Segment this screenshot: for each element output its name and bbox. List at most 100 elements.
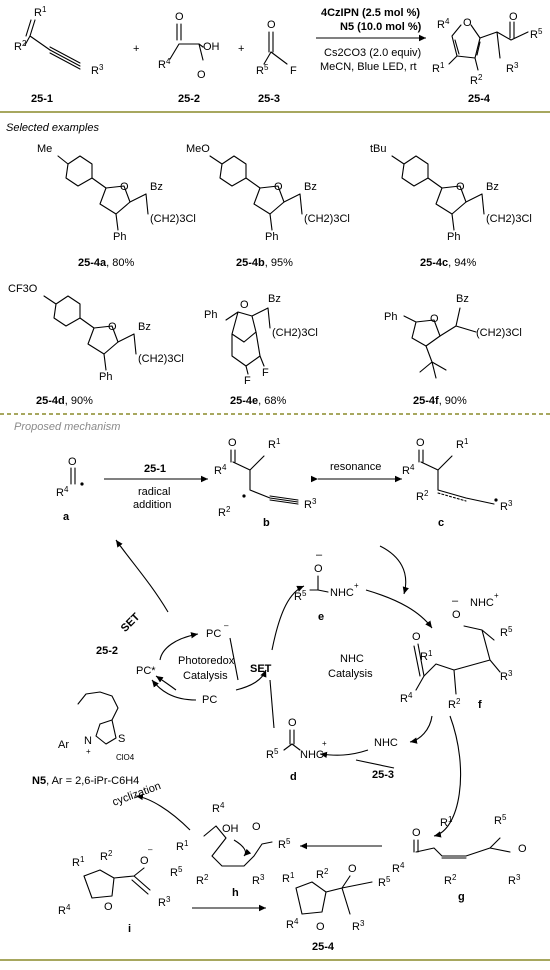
svg-text:R1: R1: [282, 871, 295, 885]
svg-text:R1: R1: [268, 437, 281, 451]
svg-text:R5: R5: [530, 27, 543, 41]
svg-text:NHC: NHC: [330, 587, 354, 599]
svg-text:O: O: [412, 827, 421, 839]
svg-text:d: d: [290, 771, 297, 783]
svg-text:(CH2)3Cl: (CH2)3Cl: [486, 213, 532, 225]
svg-text:Bz: Bz: [486, 181, 499, 193]
svg-text:Photoredox: Photoredox: [178, 655, 235, 667]
svg-text:R5: R5: [500, 625, 513, 639]
intermediate-f: – O NHC + R5 R3 O R1 R4 R2 f: [400, 591, 513, 711]
svg-text:R5: R5: [278, 837, 291, 851]
svg-text:R2: R2: [470, 73, 483, 87]
reagent-4czipn: 4CzIPN (2.5 mol %): [321, 7, 420, 19]
svg-text:+: +: [86, 747, 91, 756]
svg-text:NHC: NHC: [470, 597, 494, 609]
svg-text:O: O: [430, 313, 439, 325]
svg-text:O: O: [288, 717, 297, 729]
svg-text:O: O: [228, 437, 237, 449]
svg-text:e: e: [318, 611, 324, 623]
svg-text:Bz: Bz: [456, 293, 469, 305]
svg-text:(CH2)3Cl: (CH2)3Cl: [304, 213, 350, 225]
svg-text:resonance: resonance: [330, 461, 381, 473]
plus-sign-2: +: [238, 43, 244, 55]
svg-text:R2: R2: [444, 873, 457, 887]
svg-text:OH: OH: [203, 41, 220, 53]
svg-text:25-3: 25-3: [372, 769, 394, 781]
example-25-4b-caption: 25-4b, 95%: [236, 257, 293, 269]
svg-text:R1: R1: [432, 61, 445, 75]
svg-text:R5: R5: [266, 747, 279, 761]
svg-text:R1: R1: [176, 839, 189, 853]
svg-text:R4: R4: [402, 463, 415, 477]
intermediate-a: O R4 a: [56, 456, 84, 523]
reagent-n5: N5 (10.0 mol %): [340, 21, 422, 33]
label-25-4-final: 25-4: [312, 941, 335, 953]
svg-text:–: –: [224, 621, 229, 630]
svg-text:R3: R3: [304, 497, 317, 511]
example-25-4d-caption: 25-4d, 90%: [36, 395, 93, 407]
svg-text:O: O: [267, 19, 276, 31]
n5-caption: N5, Ar = 2,6-iPr-C6H4: [32, 775, 139, 787]
svg-text:R2: R2: [14, 39, 27, 53]
svg-text:R3: R3: [252, 873, 265, 887]
svg-text:Ph: Ph: [384, 311, 397, 323]
svg-text:O: O: [416, 437, 425, 449]
svg-text:(CH2)3Cl: (CH2)3Cl: [138, 353, 184, 365]
mechanism-heading: Proposed mechanism: [14, 421, 120, 433]
nhc-cycle: NHC Catalysis NHC 25-3: [269, 545, 462, 838]
svg-text:g: g: [458, 891, 465, 903]
svg-text:a: a: [63, 511, 70, 523]
example-25-4a-caption: 25-4a, 80%: [78, 257, 134, 269]
svg-text:Ph: Ph: [113, 231, 126, 243]
svg-text:SET: SET: [250, 663, 272, 675]
svg-text:–: –: [148, 845, 153, 854]
svg-text:MeO: MeO: [186, 143, 210, 155]
svg-text:R1: R1: [34, 5, 47, 19]
svg-text:R5: R5: [256, 63, 269, 77]
svg-text:F: F: [244, 375, 251, 387]
svg-text:O: O: [314, 563, 323, 575]
svg-text:R4: R4: [158, 57, 171, 71]
svg-text:CF3O: CF3O: [8, 283, 38, 295]
svg-text:PC*: PC*: [136, 665, 156, 677]
intermediate-h: R4 OH O R1 R5 R2 R3 h: [176, 801, 291, 899]
svg-text:R2: R2: [448, 697, 461, 711]
svg-text:R1: R1: [72, 855, 85, 869]
intermediate-g: O R1 R5 O R4 R2 R3 g: [392, 813, 527, 903]
svg-text:O: O: [463, 17, 472, 29]
svg-text:O: O: [175, 11, 184, 23]
example-25-4b: MeO O Bz (CH2)3Cl Ph 25-4b, 95%: [186, 143, 350, 269]
svg-text:O: O: [518, 843, 527, 855]
example-25-4e: Ph O Bz (CH2)3Cl F F 25-4e, 68%: [204, 293, 318, 407]
label-25-1: 25-1: [31, 93, 53, 105]
svg-text:R5: R5: [378, 875, 391, 889]
svg-text:O: O: [348, 863, 357, 875]
svg-text:–: –: [316, 549, 323, 561]
svg-text:25-2: 25-2: [96, 645, 118, 657]
substrate-25-1: R1 R2 R3 25-1: [14, 5, 104, 105]
svg-text:O: O: [120, 181, 129, 193]
catalyst-n5: Ar N + S ClO4 N5, Ar = 2,6-iPr-C6H4: [32, 691, 139, 787]
svg-text:O: O: [274, 181, 283, 193]
arrow-cyclization: [135, 793, 191, 831]
svg-text:NHC: NHC: [374, 737, 398, 749]
svg-text:addition: addition: [133, 499, 172, 511]
examples-heading: Selected examples: [6, 122, 99, 134]
example-25-4a: Me O Bz (CH2)3Cl Ph 25-4a, 80%: [37, 143, 196, 269]
svg-text:h: h: [232, 887, 239, 899]
svg-text:R2: R2: [196, 873, 209, 887]
example-25-4f-caption: 25-4f, 90%: [413, 395, 467, 407]
svg-text:R3: R3: [91, 63, 104, 77]
svg-text:OH: OH: [222, 823, 239, 835]
example-25-4c-caption: 25-4c, 94%: [420, 257, 476, 269]
svg-text:Bz: Bz: [304, 181, 317, 193]
condition-base: Cs2CO3 (2.0 equiv): [324, 47, 421, 59]
svg-text:R3: R3: [158, 895, 171, 909]
svg-text:+: +: [494, 591, 499, 600]
svg-text:Catalysis: Catalysis: [183, 670, 228, 682]
intermediate-e: – O R5 NHC + e: [294, 549, 359, 623]
svg-text:+: +: [322, 739, 327, 748]
intermediate-i: R1 R2 O – R5 R4 O R3 i: [58, 845, 183, 935]
example-25-4e-caption: 25-4e, 68%: [230, 395, 286, 407]
